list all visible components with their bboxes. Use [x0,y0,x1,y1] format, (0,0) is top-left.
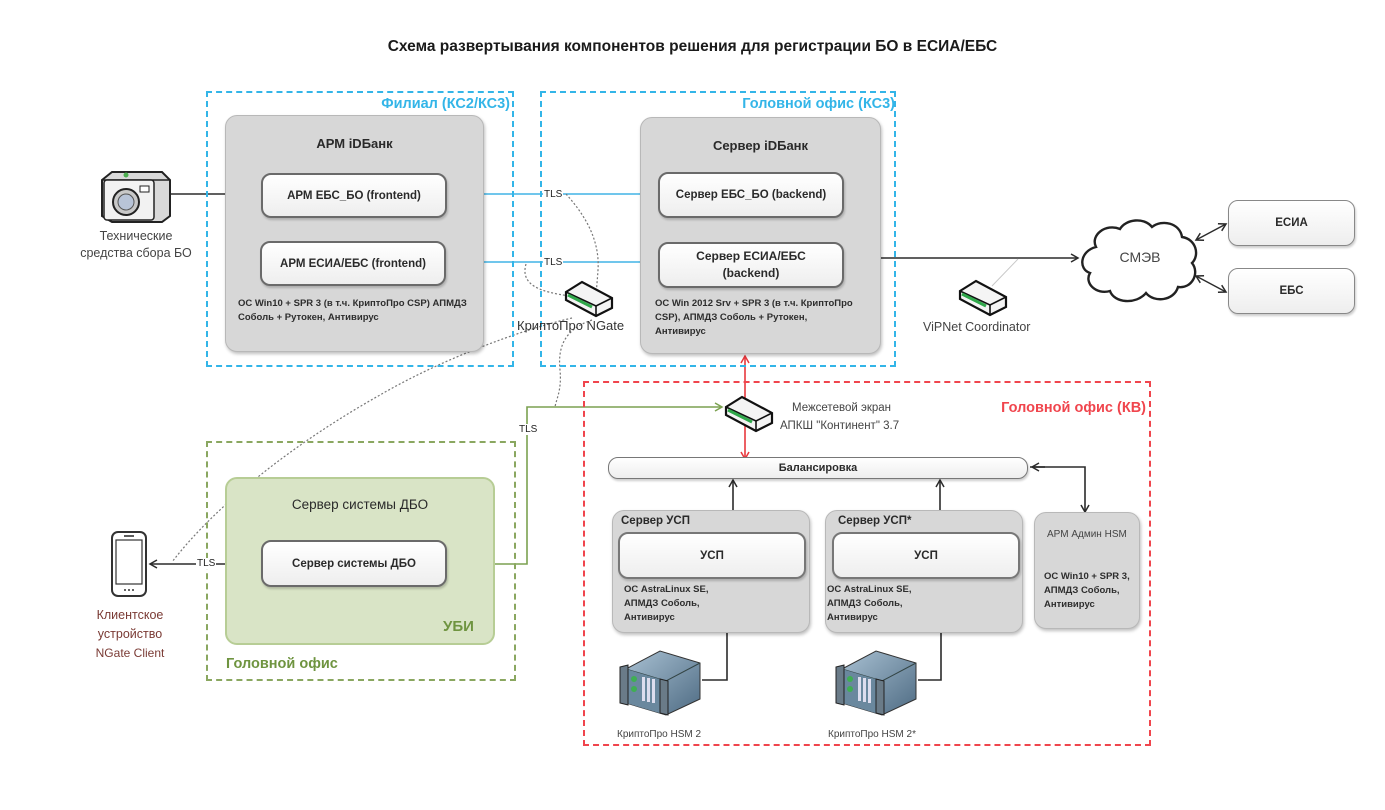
vipnet-router-icon [956,277,1010,317]
zone-filial-label: Филиал (КС2/КС3) [381,96,510,112]
usp1-note: ОС AstraLinux SE, АПМДЗ Соболь, Антивиру… [624,584,709,623]
esia-box[interactable]: ЕСИА [1228,200,1355,246]
zone-head-kv-label: Головной офис (КВ) [1001,400,1146,416]
zone-head-ks3 [540,91,896,367]
esia-label: ЕСИА [1275,217,1308,229]
arm-admin-hsm-box [1034,512,1140,629]
usp2-component-label: УСП [914,549,938,562]
client-label-line1: Клиентское [96,608,164,622]
server-esia-ebs-backend[interactable]: Сервер ЕСИА/ЕБС (backend) [658,242,844,288]
arm-admin-hsm-note: ОС Win10 + SPR 3, АПМДЗ Соболь, Антивиру… [1044,571,1130,610]
tls-label-client: TLS [196,558,217,569]
arm-esia-ebs-frontend[interactable]: АРМ ЕСИА/ЕБС (frontend) [260,241,446,286]
arm-admin-hsm-title: АРМ Админ HSM [1047,529,1127,540]
arm-idbank-box [225,115,484,352]
usp1-component-label: УСП [700,549,724,562]
arm-ebs-bo-frontend[interactable]: АРМ ЕБС_БО (frontend) [261,173,447,218]
server-idbank-note: ОС Win 2012 Srv + SPR 3 (в т.ч. КриптоПр… [655,298,853,337]
zone-filial [206,91,514,367]
arm-idbank-note: ОС Win10 + SPR 3 (в т.ч. КриптоПро CSP) … [238,298,467,323]
server-esia-ebs-backend-label: Сервер ЕСИА/ЕБС (backend) [696,249,806,280]
camera-icon [96,166,176,226]
camera-label: Технические средства сбора БО [80,229,192,260]
server-ebs-bo-backend-label: Сервер ЕБС_БО (backend) [675,189,827,201]
ebs-label: ЕБС [1279,285,1304,297]
ngate-dotted-link-1 [565,193,599,301]
usp2-server-title: Сервер УСП* [838,515,912,527]
dbo-server-component-label: Сервер системы ДБО [292,557,416,570]
tls-label-esia: TLS [543,257,564,268]
ngate-label: КриптоПро NGate [517,318,625,333]
hsm2-server-icon [832,645,922,717]
hsm1-server-icon [616,645,706,717]
link-balancer-to-arm-admin [1030,466,1090,514]
ebs-box[interactable]: ЕБС [1228,268,1355,314]
server-idbank-title: Сервер iDБанк [712,138,809,153]
diagram-title: Схема развертывания компонентов решения … [387,38,998,55]
usp1-server-title: Сервер УСП [621,515,690,527]
link-vipnet-to-line [991,258,1019,287]
smartphone-icon [110,530,150,598]
dbo-server-component[interactable]: Сервер системы ДБО [261,540,447,587]
vipnet-label: ViPNet Coordinator [923,320,1031,334]
ngate-dotted-link-4 [554,319,593,408]
hsm2-label: КриптоПро HSM 2* [828,729,916,740]
firewall-label-line1: Межсетевой экран [792,402,892,414]
server-idbank-box [640,117,881,354]
link-smev-to-esia [1194,223,1228,241]
tls-label-ebs: TLS [543,189,564,200]
balancer-bar[interactable]: Балансировка [608,457,1028,479]
link-smev-to-ebs [1194,275,1228,293]
firewall-label-line2: АПКШ "Континент" 3.7 [780,420,900,432]
tls-label-dbo-uplink: TLS [518,424,539,435]
usp1-component[interactable]: УСП [618,532,806,579]
server-ebs-bo-backend[interactable]: Сервер ЕБС_БО (backend) [658,172,844,218]
smev-cloud-icon[interactable]: СМЭВ [1076,215,1204,307]
smev-label: СМЭВ [1119,249,1161,265]
hsm1-label: КриптоПро HSM 2 [617,729,702,740]
arm-idbank-title: АРМ iDБанк [316,136,393,151]
client-label-line3: NGate Client [95,646,165,660]
usp2-component[interactable]: УСП [832,532,1020,579]
zone-head-kv [583,381,1151,746]
zone-head-office-label: Головной офис [226,656,338,672]
arm-esia-ebs-frontend-label: АРМ ЕСИА/ЕБС (frontend) [280,257,426,270]
balancer-label: Балансировка [778,462,858,474]
dbo-server-title: Сервер системы ДБО [291,497,429,512]
ngate-router-icon [562,278,616,318]
client-label-line2: устройство [97,627,163,641]
zone-head-ks3-label: Головной офис (КС3) [742,96,895,112]
arm-ebs-bo-frontend-label: АРМ ЕБС_БО (frontend) [287,189,421,202]
firewall-router-icon [722,393,776,433]
usp2-note: ОС AstraLinux SE, АПМДЗ Соболь, Антивиру… [827,584,912,623]
dbo-tag-ubi: УБИ [443,618,474,635]
ngate-dotted-link-2 [524,263,571,297]
